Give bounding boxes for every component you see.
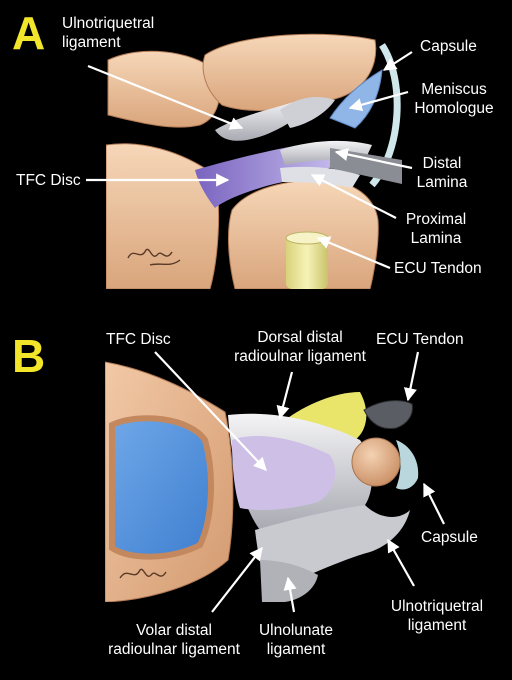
arrow-ulnotriquetral-b: [387, 538, 415, 587]
label-ulnotriquetral-a: Ulnotriquetral ligament: [62, 15, 155, 51]
label-tfc-disc-a: TFC Disc: [16, 172, 81, 189]
arrow-ecu-tendon-b: [403, 351, 420, 402]
arrow-volar-distal-b: [211, 546, 263, 613]
panel-b-letter: B: [12, 330, 46, 382]
label-distal-lamina-a: Distal Lamina: [416, 155, 468, 191]
panel-a-letter: A: [12, 7, 46, 59]
label-tfc-disc-b: TFC Disc: [106, 331, 171, 348]
arrow-ulnotriquetral-a: [87, 64, 244, 130]
label-ulnolunate-b: Ulnolunate ligament: [258, 622, 334, 658]
arrow-meniscus-a: [348, 90, 409, 112]
label-ecu-tendon-a: ECU Tendon: [394, 260, 482, 277]
label-ecu-tendon-b: ECU Tendon: [376, 331, 464, 348]
arrow-ecu-tendon-a: [316, 236, 391, 270]
arrow-capsule-b: [423, 482, 445, 525]
arrow-proximal-lamina-a: [310, 174, 397, 219]
label-capsule-a: Capsule: [420, 38, 477, 55]
panel-b-anatomy: [105, 361, 419, 602]
label-ulnotriquetral-b: Ulnotriquetral ligament: [390, 598, 484, 634]
panel-a-anatomy: [106, 33, 402, 289]
arrow-capsule-a: [382, 51, 413, 71]
arrow-dorsal-distal-b: [276, 371, 294, 420]
arrow-ulnolunate-b: [283, 576, 297, 613]
label-capsule-b: Capsule: [421, 529, 478, 546]
label-dorsal-distal-b: Dorsal distal radioulnar ligament: [234, 329, 366, 365]
label-volar-distal-b: Volar distal radioulnar ligament: [108, 622, 240, 658]
arrow-tfc-disc-b: [154, 351, 267, 471]
label-meniscus-a: Meniscus Homologue: [414, 81, 494, 117]
arrow-distal-lamina-a: [334, 147, 413, 170]
label-proximal-lamina-a: Proximal Lamina: [405, 211, 467, 247]
